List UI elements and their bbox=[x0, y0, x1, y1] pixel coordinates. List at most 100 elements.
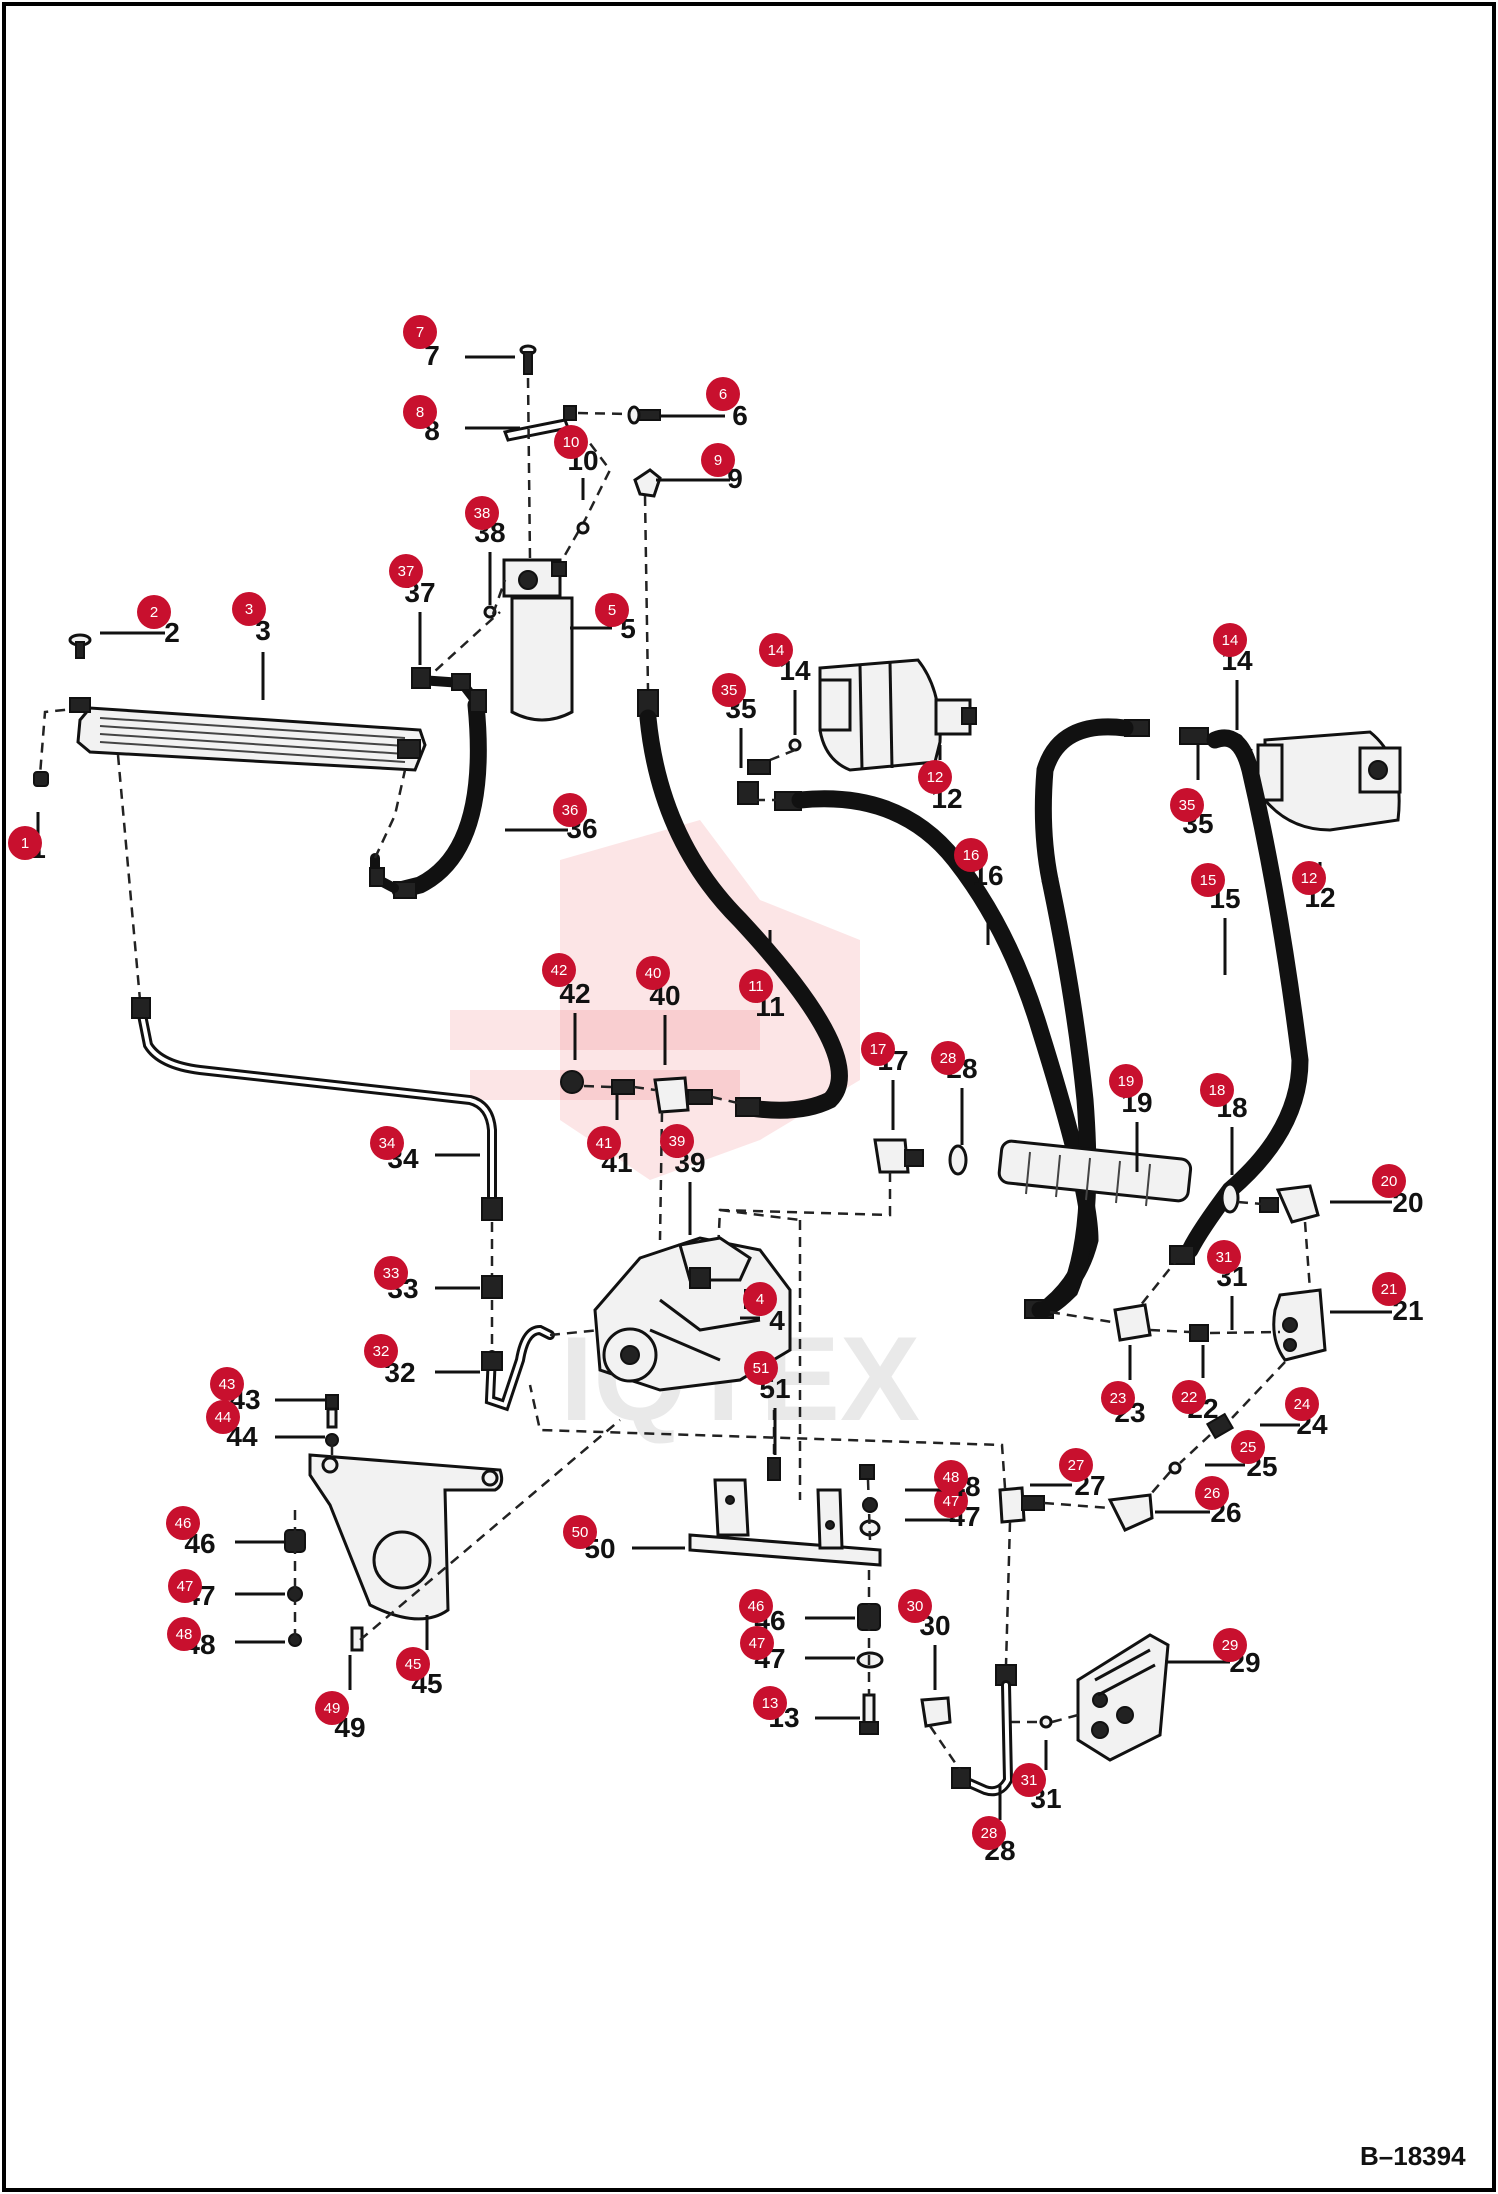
callout-badge-41[interactable] bbox=[587, 1126, 621, 1160]
callout-badge-48[interactable] bbox=[167, 1617, 201, 1651]
callout-badge-33[interactable] bbox=[374, 1256, 408, 1290]
callout-badge-51[interactable] bbox=[744, 1351, 778, 1385]
callout-badge-16[interactable] bbox=[954, 838, 988, 872]
callout-badge-23[interactable] bbox=[1101, 1381, 1135, 1415]
callout-badge-10[interactable] bbox=[554, 425, 588, 459]
dash-37 bbox=[422, 611, 501, 683]
elbow-fitting-17 bbox=[873, 1138, 924, 1174]
callout-badge-26[interactable] bbox=[1195, 1476, 1229, 1510]
callout-badge-4[interactable] bbox=[743, 1282, 777, 1316]
callout-badge-12[interactable] bbox=[1292, 861, 1326, 895]
callout-badge-5[interactable] bbox=[595, 593, 629, 627]
callout-badge-28[interactable] bbox=[931, 1041, 965, 1075]
callout-badge-42[interactable] bbox=[542, 953, 576, 987]
callout-badge-25[interactable] bbox=[1231, 1430, 1265, 1464]
callout-badge-15[interactable] bbox=[1191, 863, 1225, 897]
callout-badge-31[interactable] bbox=[1012, 1763, 1046, 1797]
callout-badge-35[interactable] bbox=[712, 673, 746, 707]
callout-badge-39[interactable] bbox=[660, 1124, 694, 1158]
callout-badge-text-7: 7 bbox=[416, 324, 424, 341]
dash-23-22 bbox=[1149, 1328, 1191, 1334]
callout-badge-9[interactable] bbox=[701, 443, 735, 477]
callout-badge-30[interactable] bbox=[898, 1589, 932, 1623]
callout-badge-50[interactable] bbox=[563, 1515, 597, 1549]
plug-42 bbox=[560, 1070, 584, 1094]
callout-badge-7[interactable] bbox=[403, 315, 437, 349]
callout-badge-45[interactable] bbox=[396, 1647, 430, 1681]
callout-badge-47[interactable] bbox=[168, 1569, 202, 1603]
callout-badge-38[interactable] bbox=[465, 496, 499, 530]
callout-badge-48[interactable] bbox=[934, 1460, 968, 1494]
callout-badge-28[interactable] bbox=[972, 1816, 1006, 1850]
callout-badge-21[interactable] bbox=[1372, 1272, 1406, 1306]
callout-badge-text-48: 48 bbox=[943, 1469, 960, 1486]
callout-badge-8[interactable] bbox=[403, 395, 437, 429]
callout-badge-14[interactable] bbox=[759, 633, 793, 667]
callout-badge-1[interactable] bbox=[8, 826, 42, 860]
callout-badge-text-29: 29 bbox=[1222, 1637, 1239, 1654]
callout-badge-text-41: 41 bbox=[596, 1135, 613, 1152]
fitting-33 bbox=[481, 1275, 503, 1299]
callout-badge-text-27: 27 bbox=[1068, 1457, 1085, 1474]
callout-badge-47[interactable] bbox=[740, 1626, 774, 1660]
bolt-6 bbox=[627, 405, 661, 425]
callout-badge-18[interactable] bbox=[1200, 1073, 1234, 1107]
fitting-37 bbox=[411, 667, 431, 689]
callout-badge-text-47: 47 bbox=[177, 1578, 194, 1595]
callout-badge-27[interactable] bbox=[1059, 1448, 1093, 1482]
callout-badge-46[interactable] bbox=[739, 1589, 773, 1623]
callout-badge-11[interactable] bbox=[739, 969, 773, 1003]
callout-badge-2[interactable] bbox=[137, 595, 171, 629]
callout-badge-47[interactable] bbox=[934, 1484, 968, 1518]
callout-badge-37[interactable] bbox=[389, 554, 423, 588]
dash-23-chain bbox=[1049, 1310, 1113, 1324]
callout-badge-17[interactable] bbox=[861, 1032, 895, 1066]
callout-badge-43[interactable] bbox=[210, 1367, 244, 1401]
callout-badge-46[interactable] bbox=[166, 1506, 200, 1540]
callout-badge-19[interactable] bbox=[1109, 1064, 1143, 1098]
dash-40-11 bbox=[711, 1095, 739, 1105]
callout-badge-35[interactable] bbox=[1170, 788, 1204, 822]
callout-badge-12[interactable] bbox=[918, 760, 952, 794]
callout-badge-text-35: 35 bbox=[1179, 797, 1196, 814]
callout-badge-text-21: 21 bbox=[1381, 1281, 1398, 1298]
callout-badge-6[interactable] bbox=[706, 377, 740, 411]
callout-badge-13[interactable] bbox=[753, 1686, 787, 1720]
callout-badge-3[interactable] bbox=[232, 592, 266, 626]
callout-badge-29[interactable] bbox=[1213, 1628, 1247, 1662]
callout-badge-40[interactable] bbox=[636, 956, 670, 990]
callout-badge-44[interactable] bbox=[206, 1400, 240, 1434]
callout-badge-34[interactable] bbox=[370, 1126, 404, 1160]
o-ring-31-lower bbox=[1039, 1715, 1053, 1729]
callout-badge-31[interactable] bbox=[1207, 1240, 1241, 1274]
callout-badge-24[interactable] bbox=[1285, 1387, 1319, 1421]
callout-badge-20[interactable] bbox=[1372, 1164, 1406, 1198]
callout-badge-text-14: 14 bbox=[1222, 632, 1239, 649]
dash-27-26 bbox=[1043, 1501, 1111, 1510]
callout-badge-text-16: 16 bbox=[963, 847, 980, 864]
callout-badge-text-24: 24 bbox=[1294, 1396, 1311, 1413]
callout-badge-text-31: 31 bbox=[1216, 1249, 1233, 1266]
callout-badge-32[interactable] bbox=[364, 1334, 398, 1368]
callout-badge-36[interactable] bbox=[553, 793, 587, 827]
callout-badge-14[interactable] bbox=[1213, 623, 1247, 657]
dash-25-26 bbox=[1149, 1471, 1171, 1496]
callout-badge-22[interactable] bbox=[1172, 1380, 1206, 1414]
callout-badge-text-38: 38 bbox=[474, 505, 491, 522]
callout-badge-49[interactable] bbox=[315, 1691, 349, 1725]
fitting-41 bbox=[611, 1079, 635, 1095]
callout-badge-text-47: 47 bbox=[749, 1635, 766, 1652]
